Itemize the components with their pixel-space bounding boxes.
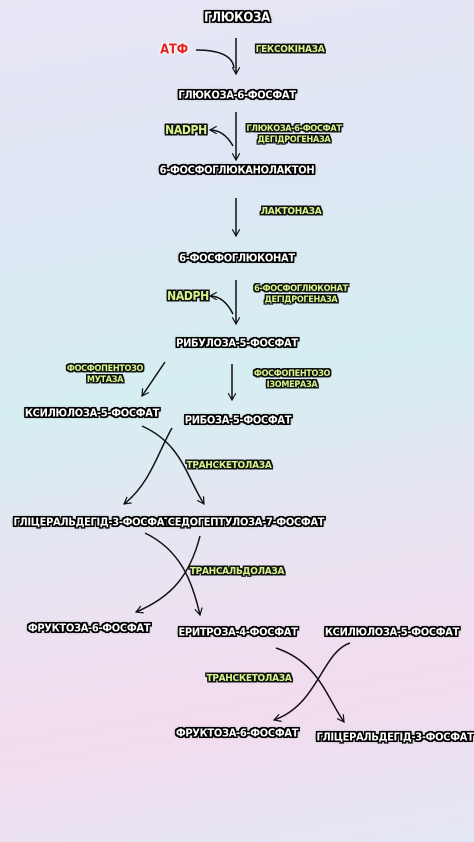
cofactor-nadph-1: NADPH <box>165 123 207 137</box>
enzyme-transketolase-2: ТРАНСКЕТОЛАЗА <box>206 673 292 684</box>
metabolite-6-phosphogluconate: 6-ФОСФОГЛЮКОНАТ <box>179 251 295 265</box>
metabolite-xylulose-5-phosphate-1: КСИЛЮЛОЗА-5-ФОСФАТ <box>24 406 160 420</box>
metabolite-sedoheptulose-7-phosphate: СЕДОГЕПТУЛОЗА-7-ФОСФАТ <box>167 515 325 529</box>
arrow-ru5p-xu5p <box>141 361 166 398</box>
metabolite-xylulose-5-phosphate-2: КСИЛЮЛОЗА-5-ФОСФАТ <box>324 625 460 639</box>
enzyme-phosphopentose-isomerase: ФОСФОПЕНТОЗО ІЗОМЕРАЗА <box>253 369 331 391</box>
metabolite-glyceraldehyde-3-phosphate-2: ГЛІЦЕРАЛЬДЕГІД-3-ФОСФАТ <box>316 730 474 744</box>
metabolite-erythrose-4-phosphate: ЕРИТРОЗА-4-ФОСФАТ <box>178 625 298 639</box>
enzyme-g6p-dehydrogenase: ГЛЮКОЗА-6-ФОСФАТ ДЕГІДРОГЕНАЗА <box>246 124 341 146</box>
enzyme-g6pdh-line-2: ДЕГІДРОГЕНАЗА <box>257 135 331 145</box>
arrow-nadph-out-2 <box>208 291 234 315</box>
metabolite-glyceraldehyde-3-phosphate-1: ГЛІЦЕРАЛЬДЕГІД-3-ФОСФАТ <box>13 515 171 529</box>
enzyme-mutase-line-1: ФОСФОПЕНТОЗО <box>66 364 144 374</box>
arrow-xu5p-to-s7p <box>141 425 205 506</box>
metabolite-ribose-5-phosphate: РИБОЗА-5-ФОСФАТ <box>184 413 292 427</box>
arrow-atp-in <box>195 49 235 69</box>
arrow-gap-to-e4p <box>144 532 203 617</box>
metabolite-6-phosphoglucanolactone: 6-ФОСФОГЛЮКАНОЛАКТОН <box>159 163 315 177</box>
enzyme-isomerase-line-2: ІЗОМЕРАЗА <box>266 380 318 390</box>
metabolite-fructose-6-phosphate-2: ФРУКТОЗА-6-ФОСФАТ <box>175 726 299 740</box>
metabolite-ribulose-5-phosphate: РИБУЛОЗА-5-ФОСФАТ <box>176 336 298 350</box>
enzyme-mutase-line-2: МУТАЗА <box>86 375 124 385</box>
metabolite-glucose: ГЛЮКОЗА <box>204 10 270 26</box>
enzyme-g6pdh-line-1: ГЛЮКОЗА-6-ФОСФАТ <box>246 124 342 134</box>
enzyme-transketolase-1: ТРАНСКЕТОЛАЗА <box>186 460 272 471</box>
enzyme-transaldolase: ТРАНСАЛЬДОЛАЗА <box>189 566 285 577</box>
arrow-e4p-to-gap <box>275 647 345 724</box>
enzyme-hexokinase: ГЕКСОКІНАЗА <box>255 44 325 55</box>
enzyme-isomerase-line-1: ФОСФОПЕНТОЗО <box>253 369 331 379</box>
enzyme-phosphopentose-mutase: ФОСФОПЕНТОЗО МУТАЗА <box>66 364 144 386</box>
arrow-r5p-to-gap <box>123 427 173 505</box>
arrow-s7p-to-f6p <box>134 535 201 614</box>
metabolite-glucose-6-phosphate: ГЛЮКОЗА-6-ФОСФАТ <box>178 88 296 102</box>
arrow-nadph-out-1 <box>208 125 234 147</box>
enzyme-6pgdh-line-1: 6-ФОСФОГЛЮКОНАТ <box>254 284 348 294</box>
enzyme-lactonase: ЛАКТОНАЗА <box>260 206 322 217</box>
enzyme-6pg-dehydrogenase: 6-ФОСФОГЛЮКОНАТ ДЕГІДРОГЕНАЗА <box>254 284 348 306</box>
metabolite-fructose-6-phosphate-1: ФРУКТОЗА-6-ФОСФАТ <box>27 621 151 635</box>
cofactor-atp: АТФ <box>160 42 188 58</box>
cofactor-nadph-2: NADPH <box>167 289 209 303</box>
enzyme-6pgdh-line-2: ДЕГІДРОГЕНАЗА <box>264 295 338 305</box>
arrow-xu5p-to-f6p <box>272 642 351 722</box>
